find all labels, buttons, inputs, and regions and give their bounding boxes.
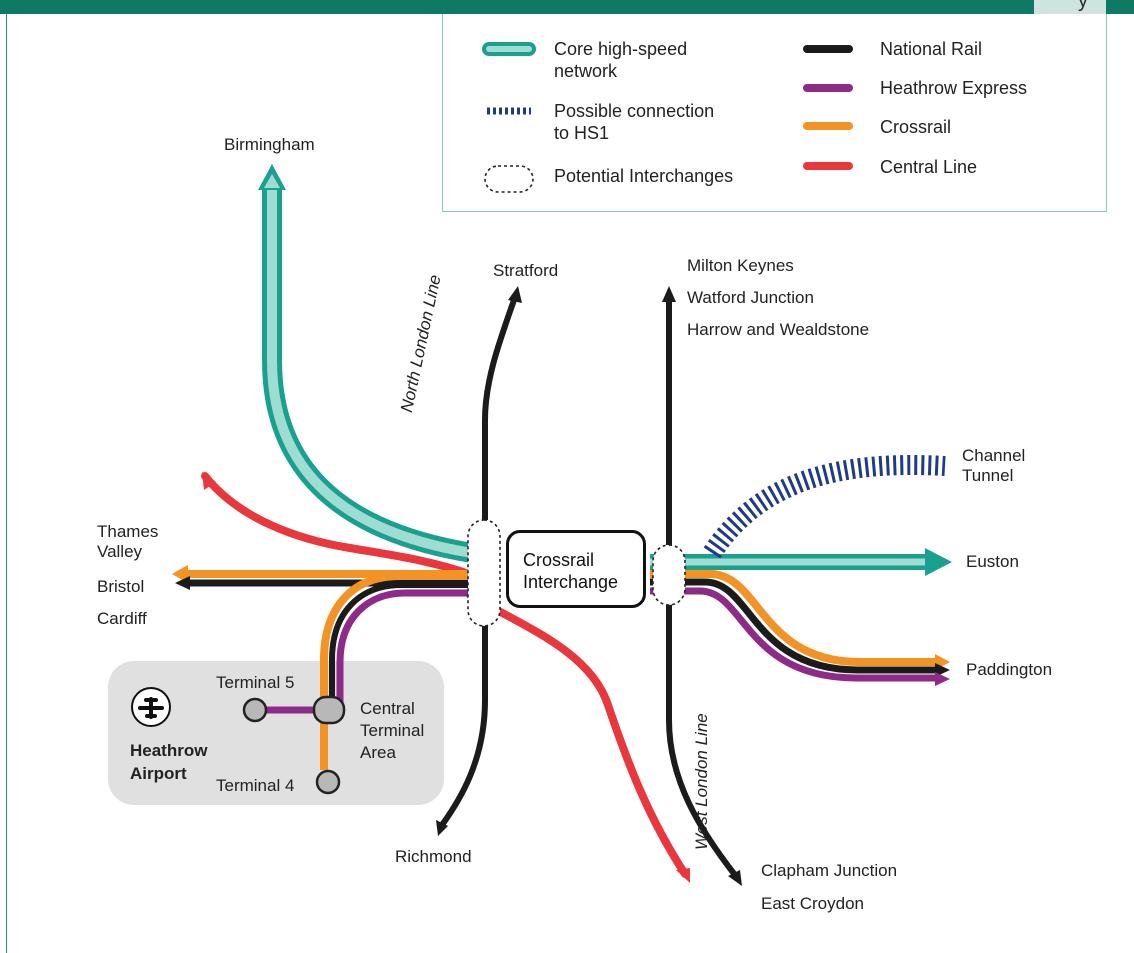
- label-bristol: Bristol: [97, 577, 145, 596]
- hs1-connection: [703, 455, 946, 559]
- national-rail-east: [650, 578, 935, 674]
- crossrail-heathrow: [320, 572, 470, 770]
- label-harrow: Harrow and Wealdstone: [687, 320, 870, 339]
- label-euston: Euston: [966, 552, 1019, 571]
- airplane-icon: [131, 687, 171, 727]
- legend-label-interchanges: Potential Interchanges: [554, 166, 734, 186]
- west-coast-line-arrowhead: [662, 286, 676, 302]
- national-rail-west-arrowhead: [175, 576, 190, 590]
- heathrow-express-east: [650, 587, 935, 682]
- label-richmond: Richmond: [395, 847, 472, 866]
- crossrail-west-arrowhead: [172, 565, 188, 583]
- west-london-line: [666, 600, 738, 877]
- label-birmingham: Birmingham: [224, 135, 315, 154]
- central-line-west: [201, 472, 476, 579]
- national-rail-heathrow: [329, 582, 470, 708]
- legend-label-crossrail: Crossrail: [880, 117, 952, 137]
- legend-label-heathrow-express: Heathrow Express: [880, 78, 1028, 98]
- core-hs-birmingham-inner: [267, 190, 473, 558]
- page-border: [6, 14, 7, 953]
- central-line-east: [466, 591, 689, 878]
- interchange-west: [467, 519, 501, 627]
- north-london-line: [482, 299, 517, 520]
- header-tab: y: [1034, 0, 1106, 14]
- core-hs-birmingham: [262, 190, 474, 563]
- heathrow-airport-area: [108, 661, 444, 805]
- central-terminal-station: [312, 695, 346, 725]
- legend-swatch-interchange: [484, 165, 534, 193]
- label-terminal5: Terminal 5: [216, 673, 295, 692]
- terminal5-station: [242, 697, 268, 723]
- core-hs-euston-arrowhead: [925, 548, 952, 576]
- label-east-croydon: East Croydon: [761, 894, 864, 913]
- label-paddington: Paddington: [966, 660, 1053, 679]
- label-cardiff: Cardiff: [97, 609, 147, 628]
- terminal4-station: [315, 769, 341, 795]
- legend-swatches: [482, 42, 853, 193]
- header-bar: [0, 0, 1134, 14]
- north-london-line-arrowhead: [508, 286, 522, 303]
- north-london-line-south-arrowhead: [436, 820, 448, 836]
- label-terminal4: Terminal 4: [216, 776, 295, 795]
- north-london-line-south: [439, 620, 488, 827]
- crossrail-east: [650, 570, 935, 666]
- label-clapham-junction: Clapham Junction: [761, 861, 898, 880]
- legend-label-national-rail: National Rail: [880, 39, 983, 59]
- west-london-line-arrowhead: [728, 870, 742, 886]
- label-watford-junction: Watford Junction: [687, 288, 814, 307]
- heathrow-express-heathrow: [336, 589, 470, 708]
- central-line-west-arrowhead: [202, 472, 216, 490]
- national-rail-east-arrowhead: [935, 663, 950, 677]
- interchange-east: [652, 544, 686, 606]
- label-west-london-line: West London Line: [692, 713, 711, 850]
- heathrow-express-east-arrowhead: [935, 672, 950, 686]
- label-milton-keynes: Milton Keynes: [687, 256, 794, 275]
- central-line-east-arrowhead: [676, 868, 690, 883]
- legend-label-central-line: Central Line: [880, 157, 978, 177]
- label-stratford: Stratford: [493, 261, 559, 280]
- header-tab-text: y: [1078, 0, 1088, 12]
